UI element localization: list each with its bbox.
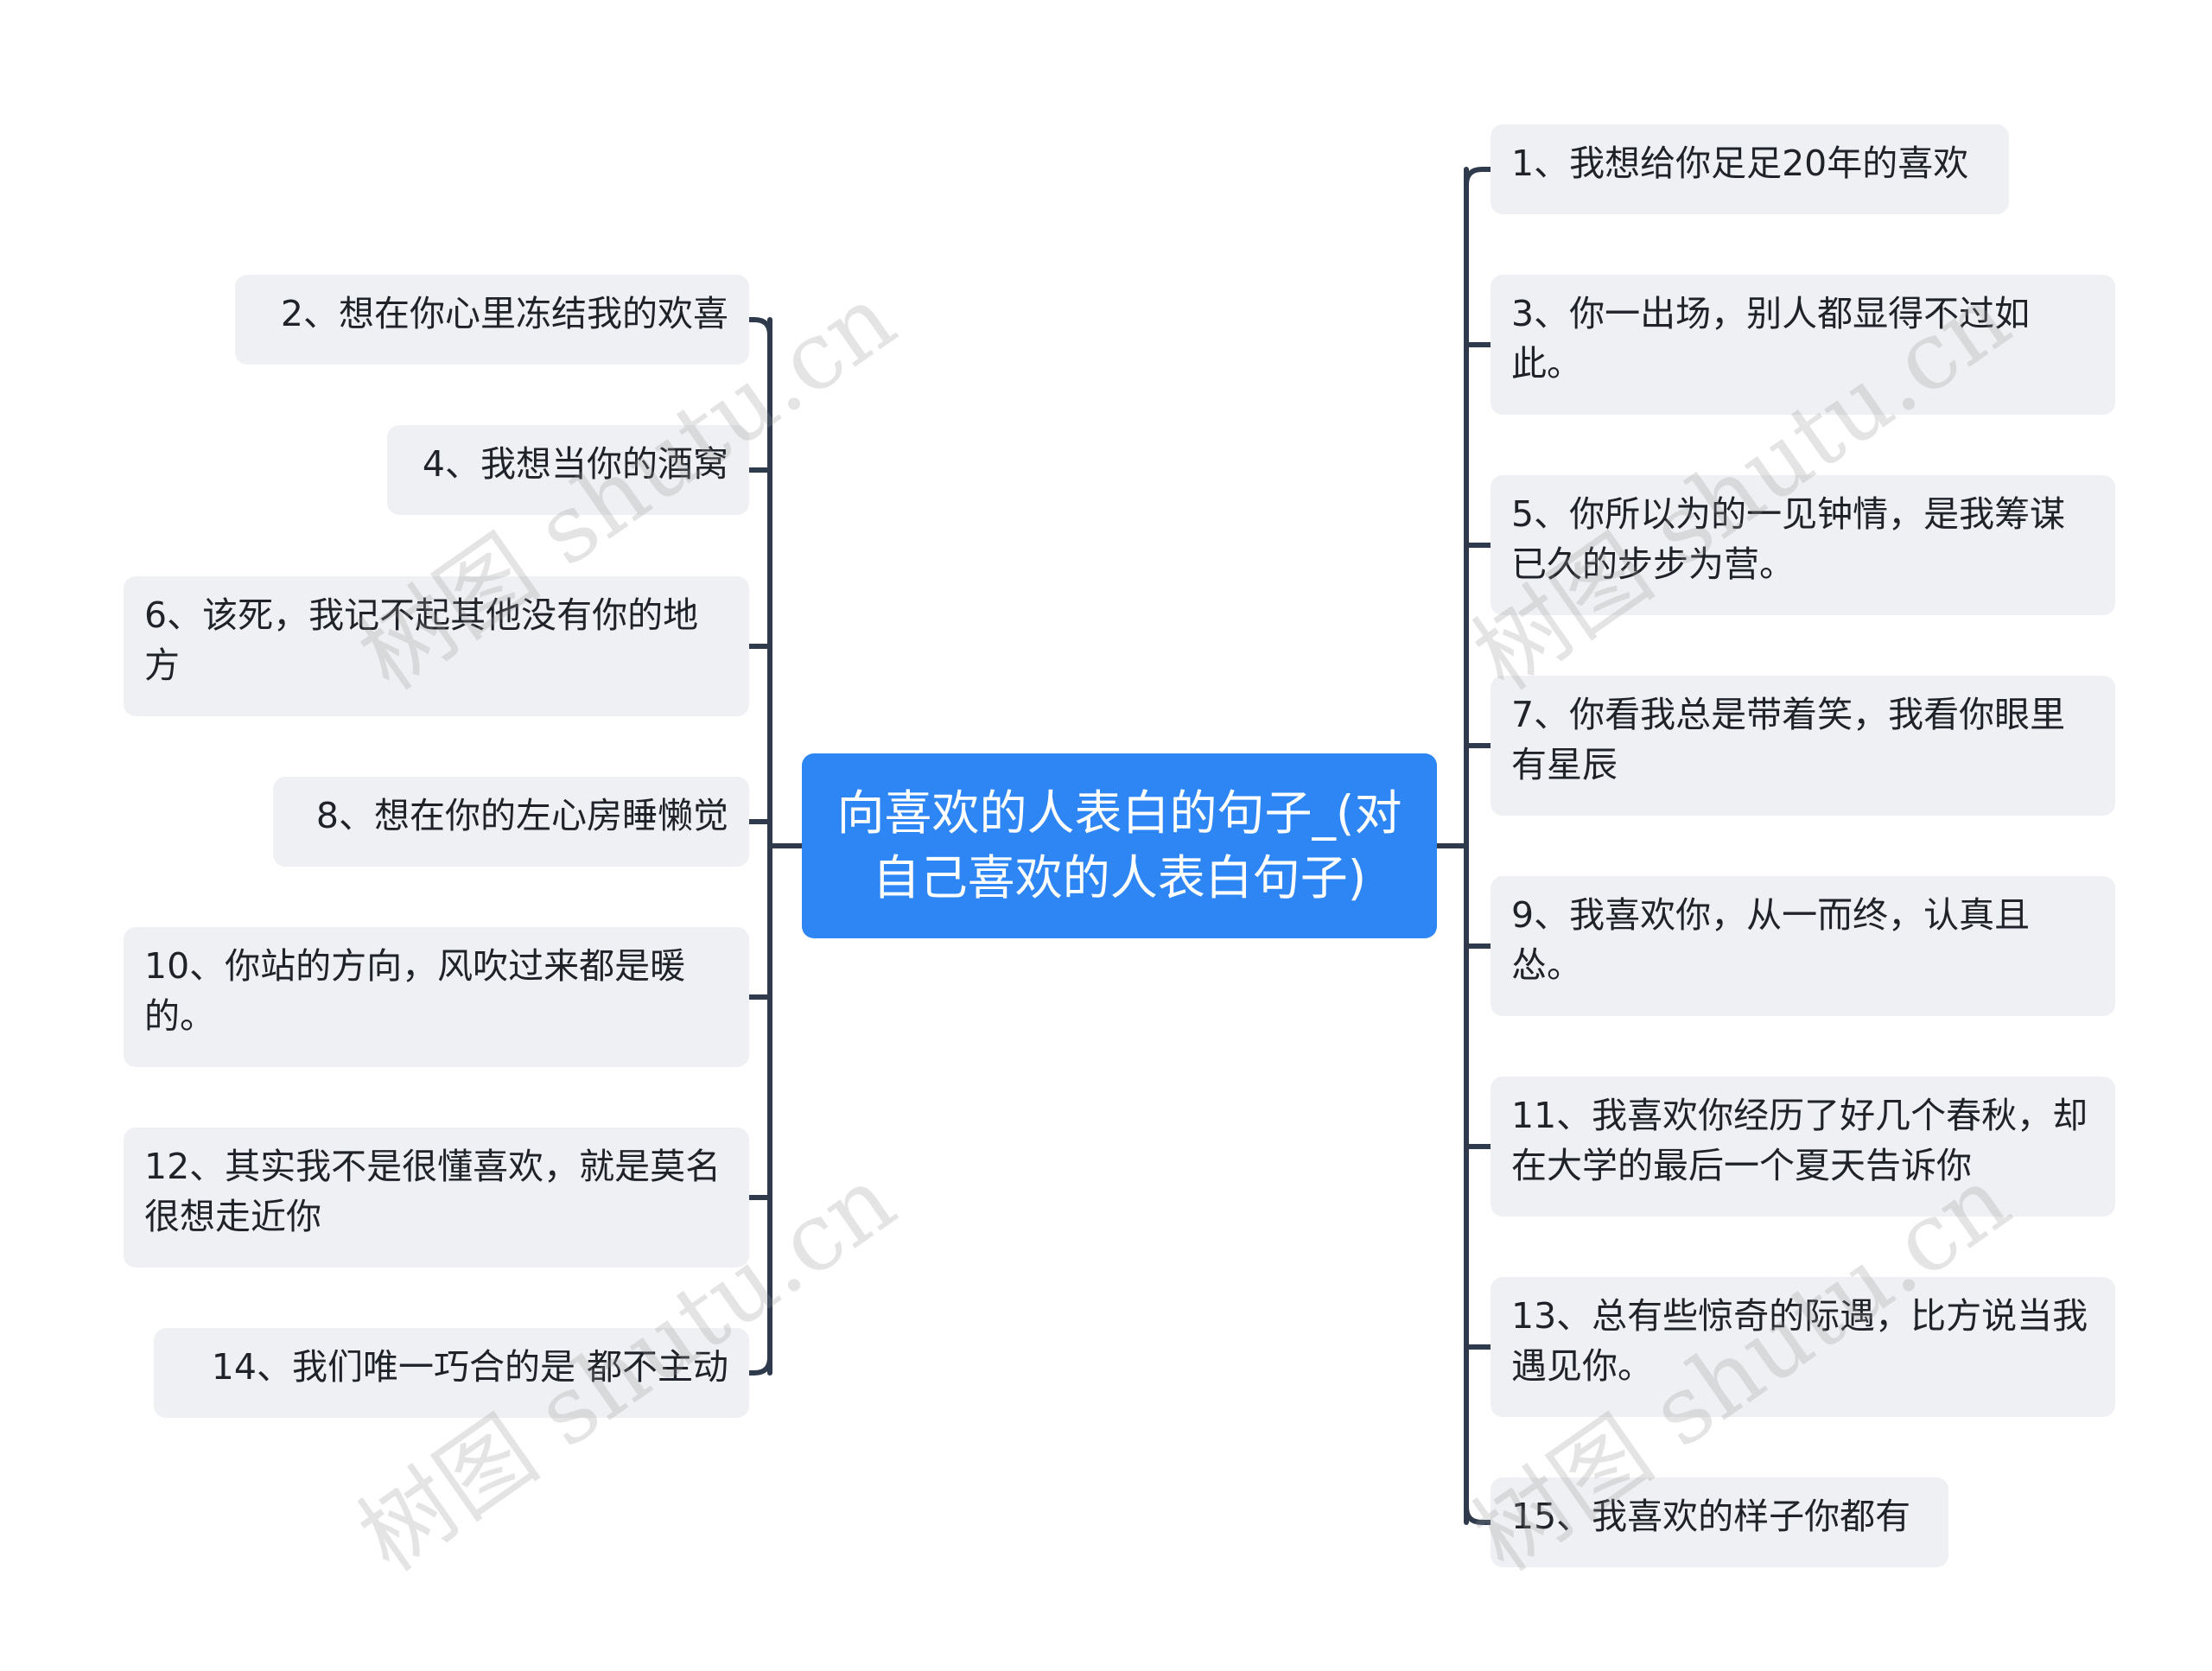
topic-text: 2、想在你心里冻结我的欢喜: [280, 293, 728, 334]
right-topic-7[interactable]: 13、总有些惊奇的际遇，比方说当我遇见你。: [1491, 1277, 2115, 1417]
topic-text: 9、我喜欢你，从一而终，认真且怂。: [1511, 894, 2031, 986]
left-topic-1[interactable]: 2、想在你心里冻结我的欢喜: [235, 275, 749, 365]
topic-text: 1、我想给你足足20年的喜欢: [1511, 143, 1969, 184]
left-topic-5[interactable]: 10、你站的方向，风吹过来都是暖的。: [124, 927, 749, 1067]
topic-text: 3、你一出场，别人都显得不过如此。: [1511, 293, 2031, 384]
right-topic-6[interactable]: 11、我喜欢你经历了好几个春秋，却在大学的最后一个夏天告诉你: [1491, 1077, 2115, 1217]
left-topic-3[interactable]: 6、该死，我记不起其他没有你的地方: [124, 576, 749, 716]
left-topic-2[interactable]: 4、我想当你的酒窝: [387, 425, 749, 515]
topic-text: 5、你所以为的一见钟情，是我筹谋已久的步步为营。: [1511, 493, 2066, 585]
right-topic-3[interactable]: 5、你所以为的一见钟情，是我筹谋已久的步步为营。: [1491, 475, 2115, 615]
topic-text: 15、我喜欢的样子你都有: [1511, 1496, 1911, 1537]
topic-text: 6、该死，我记不起其他没有你的地方: [144, 594, 699, 686]
right-topic-5[interactable]: 9、我喜欢你，从一而终，认真且怂。: [1491, 876, 2115, 1016]
topic-text: 13、总有些惊奇的际遇，比方说当我遇见你。: [1511, 1295, 2088, 1387]
left-branch-connector: [747, 1355, 772, 1376]
left-branch-connector: [747, 317, 772, 338]
topic-text: 12、其实我不是很懂喜欢，就是莫名很想走近你: [144, 1146, 721, 1237]
right-topic-8[interactable]: 15、我喜欢的样子你都有: [1491, 1477, 1948, 1567]
topic-text: 11、我喜欢你经历了好几个春秋，却在大学的最后一个夏天告诉你: [1511, 1095, 2088, 1186]
left-topic-6[interactable]: 12、其实我不是很懂喜欢，就是莫名很想走近你: [124, 1128, 749, 1268]
right-topic-2[interactable]: 3、你一出场，别人都显得不过如此。: [1491, 275, 2115, 415]
topic-text: 14、我们唯一巧合的是 都不主动: [211, 1346, 728, 1388]
topic-text: 4、我想当你的酒窝: [422, 443, 728, 485]
left-topic-4[interactable]: 8、想在你的左心房睡懒觉: [273, 777, 749, 867]
right-branch-connector: [1464, 167, 1493, 187]
root-topic[interactable]: 向喜欢的人表白的句子_(对自己喜欢的人表白句子): [802, 753, 1437, 938]
right-branch-connector: [1464, 1504, 1493, 1525]
root-topic-text: 向喜欢的人表白的句子_(对自己喜欢的人表白句子): [836, 785, 1402, 905]
topic-text: 8、想在你的左心房睡懒觉: [315, 795, 728, 836]
right-topic-4[interactable]: 7、你看我总是带着笑，我看你眼里有星辰: [1491, 676, 2115, 816]
topic-text: 10、你站的方向，风吹过来都是暖的。: [144, 945, 686, 1037]
left-topic-7[interactable]: 14、我们唯一巧合的是 都不主动: [154, 1328, 749, 1418]
right-topic-1[interactable]: 1、我想给你足足20年的喜欢: [1491, 124, 2009, 214]
topic-text: 7、你看我总是带着笑，我看你眼里有星辰: [1511, 694, 2066, 785]
